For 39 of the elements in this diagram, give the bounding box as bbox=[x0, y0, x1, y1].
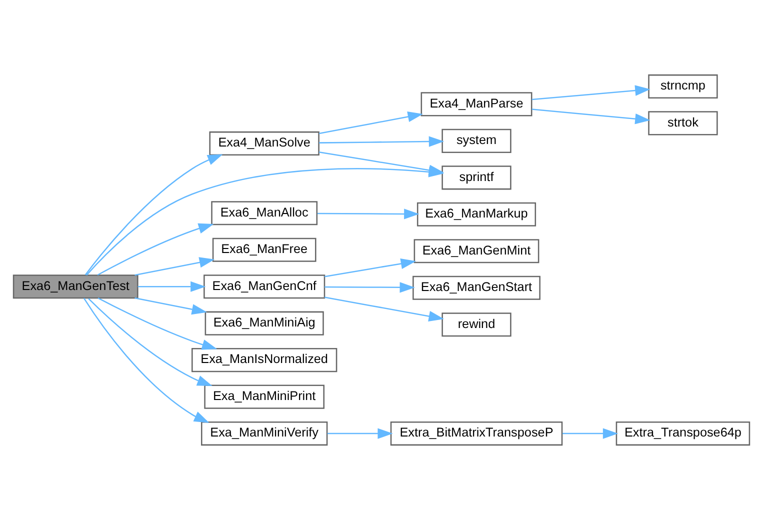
node-box: strncmp bbox=[648, 74, 718, 98]
node-box: Exa6_ManMiniAig bbox=[204, 310, 324, 335]
arrow bbox=[97, 222, 214, 276]
node-box: Extra_Transpose64p bbox=[616, 421, 750, 446]
arrow bbox=[134, 296, 208, 314]
node-box: Exa6_ManGenTest bbox=[12, 274, 138, 298]
arrow bbox=[324, 282, 415, 292]
node-box: system bbox=[442, 128, 512, 152]
arrow bbox=[98, 296, 218, 350]
arrow bbox=[319, 136, 444, 146]
node-box: strtok bbox=[648, 110, 718, 135]
node-box: Exa4_ManParse bbox=[420, 92, 532, 116]
node-box: Exa6_ManFree bbox=[212, 237, 316, 262]
arrow bbox=[134, 256, 215, 276]
arrow bbox=[84, 154, 223, 275]
node-box: Exa6_ManGenMint bbox=[414, 238, 540, 263]
arrow bbox=[317, 208, 420, 219]
arrow bbox=[83, 297, 210, 422]
arrow bbox=[138, 280, 206, 292]
node-box: Extra_BitMatrixTransposeP bbox=[390, 421, 563, 446]
node-box: Exa_ManMiniPrint bbox=[204, 384, 324, 408]
arrow bbox=[562, 428, 618, 438]
node-box: Exa6_ManAlloc bbox=[211, 200, 318, 225]
arrow bbox=[88, 298, 212, 386]
arrow bbox=[324, 258, 416, 277]
node-box: rewind bbox=[442, 312, 512, 336]
arrow bbox=[532, 84, 650, 100]
arrow bbox=[324, 296, 444, 321]
node-box: sprintf bbox=[442, 165, 512, 190]
arrow bbox=[318, 151, 444, 175]
node-box: Exa_ManMiniVerify bbox=[201, 421, 328, 446]
node-box: Exa4_ManSolve bbox=[209, 130, 320, 155]
arrow bbox=[318, 111, 424, 134]
arrow bbox=[532, 108, 650, 124]
node-box: Exa6_ManMarkup bbox=[416, 202, 536, 226]
node-box: Exa6_ManGenCnf bbox=[204, 274, 326, 298]
node-box: Exa_ManIsNormalized bbox=[192, 348, 338, 372]
node-box: Exa6_ManGenStart bbox=[412, 275, 540, 300]
arrow bbox=[327, 428, 393, 438]
